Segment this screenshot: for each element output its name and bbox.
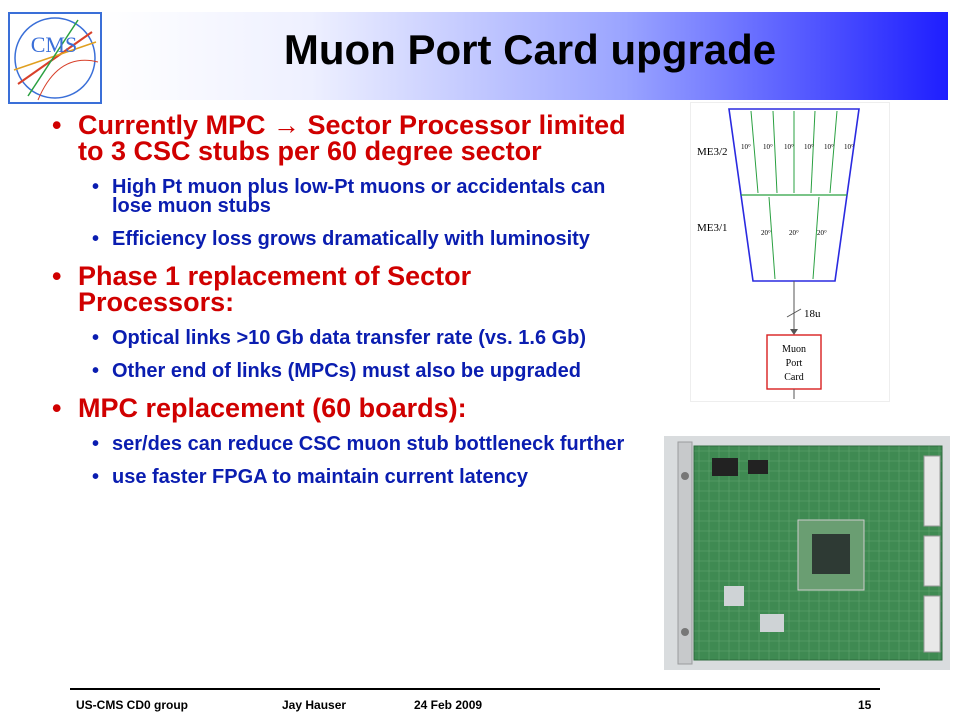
bullet-3: MPC replacement (60 boards): xyxy=(52,395,632,422)
bullet-2-subitems: Optical links >10 Gb data transfer rate … xyxy=(52,328,632,381)
bullet-3-subitems: ser/des can reduce CSC muon stub bottlen… xyxy=(52,434,632,487)
svg-text:10°: 10° xyxy=(784,143,794,151)
svg-text:ME3/1: ME3/1 xyxy=(697,222,728,234)
svg-text:20°: 20° xyxy=(761,229,771,237)
svg-text:Muon: Muon xyxy=(782,344,806,355)
svg-text:10°: 10° xyxy=(763,143,773,151)
bullet-1-sub-2: Efficiency loss grows dramatically with … xyxy=(92,229,632,249)
title-header-bar xyxy=(98,12,948,100)
bullet-2: Phase 1 replacement of Sector Processors… xyxy=(52,263,632,316)
svg-text:10°: 10° xyxy=(844,143,854,151)
footer-author: Jay Hauser xyxy=(282,698,347,712)
bullet-3-sub-1: ser/des can reduce CSC muon stub bottlen… xyxy=(92,434,632,454)
svg-text:Card: Card xyxy=(784,372,803,383)
svg-text:20°: 20° xyxy=(817,229,827,237)
svg-text:20°: 20° xyxy=(789,229,799,237)
svg-text:10°: 10° xyxy=(824,143,834,151)
mpc-sector-diagram: ME3/2 ME3/1 10° 10° 10° 10° 10° 10° 20° … xyxy=(690,102,890,402)
bullet-3-sub-2: use faster FPGA to maintain current late… xyxy=(92,467,632,487)
bullet-1: Currently MPC → Sector Processor limited… xyxy=(52,112,632,165)
slide-title: Muon Port Card upgrade xyxy=(283,26,777,73)
footer-date: 24 Feb 2009 xyxy=(414,698,483,712)
mpc-board-photo xyxy=(664,436,950,670)
bullet-2-sub-2: Other end of links (MPCs) must also be u… xyxy=(92,361,632,381)
svg-text:18u: 18u xyxy=(804,308,821,320)
svg-text:CMS: CMS xyxy=(31,32,77,57)
svg-text:ME3/2: ME3/2 xyxy=(697,146,728,158)
bullet-1-sub-1: High Pt muon plus low-Pt muons or accide… xyxy=(92,177,632,216)
bullet-2-sub-1: Optical links >10 Gb data transfer rate … xyxy=(92,328,632,348)
bullet-1-subitems: High Pt muon plus low-Pt muons or accide… xyxy=(52,177,632,249)
svg-text:Port: Port xyxy=(786,358,803,369)
bullet-list: Currently MPC → Sector Processor limited… xyxy=(52,112,632,501)
svg-text:10°: 10° xyxy=(741,143,751,151)
footer-page-number: 15 xyxy=(858,698,872,712)
footer-divider xyxy=(70,688,880,690)
footer-group: US-CMS CD0 group xyxy=(76,698,188,712)
cms-logo: CMS xyxy=(8,12,102,104)
svg-text:10°: 10° xyxy=(804,143,814,151)
